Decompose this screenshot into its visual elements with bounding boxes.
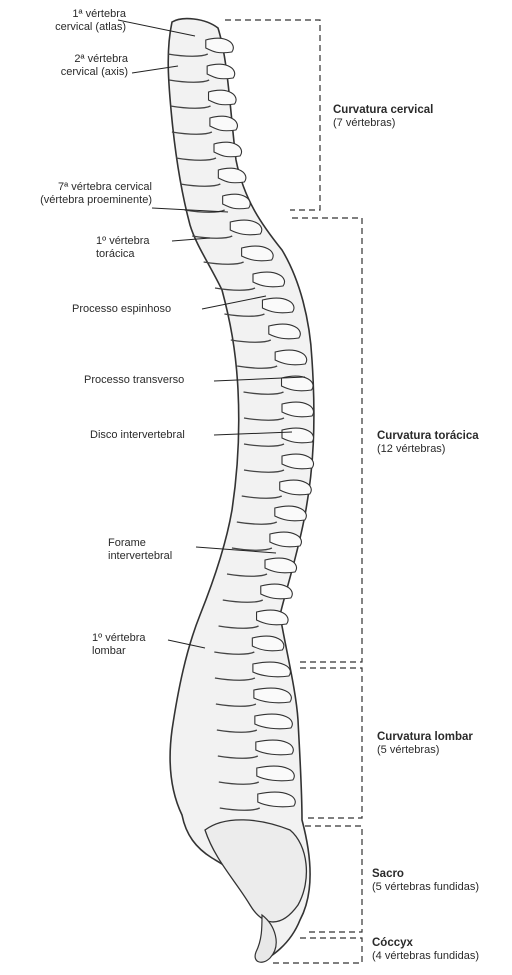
region-sacrum: Sacro(5 vértebras fundidas) [372, 868, 479, 894]
spinous-process-shape [258, 792, 296, 807]
region-thoracic: Curvatura torácica(12 vértebras) [377, 430, 479, 456]
sacrum [205, 820, 306, 922]
spinous-process-shape [257, 610, 289, 625]
spinous-process-shape [253, 662, 291, 677]
spinous-process-shape [254, 688, 292, 703]
label-t1: 1º vértebratorácica [96, 235, 150, 261]
region-coccyx: Cóccyx(4 vértebras fundidas) [372, 937, 479, 963]
label-spinous-process: Processo espinhoso [72, 303, 171, 316]
spinous-process-shape [256, 740, 294, 755]
label-l1: 1º vértebralombar [92, 632, 146, 658]
bracket-lumbar [300, 668, 362, 818]
spinous-process-shape [255, 714, 293, 729]
label-axis: 2ª vértebracervical (axis) [10, 53, 128, 79]
label-intervertebral-disc: Disco intervertebral [90, 429, 185, 442]
spinous-process-shape [257, 766, 295, 781]
region-lumbar: Curvatura lombar(5 vértebras) [377, 731, 473, 757]
label-atlas: 1ª vértebracervical (atlas) [8, 8, 126, 34]
label-transverse-process: Processo transverso [84, 374, 184, 387]
region-cervical: Curvatura cervical(7 vértebras) [333, 104, 433, 130]
label-c7: 7ª vértebra cervical(vértebra proeminent… [6, 181, 152, 207]
bracket-sacrum [305, 826, 362, 932]
label-intervertebral-foramen: Forameintervertebral [108, 537, 172, 563]
